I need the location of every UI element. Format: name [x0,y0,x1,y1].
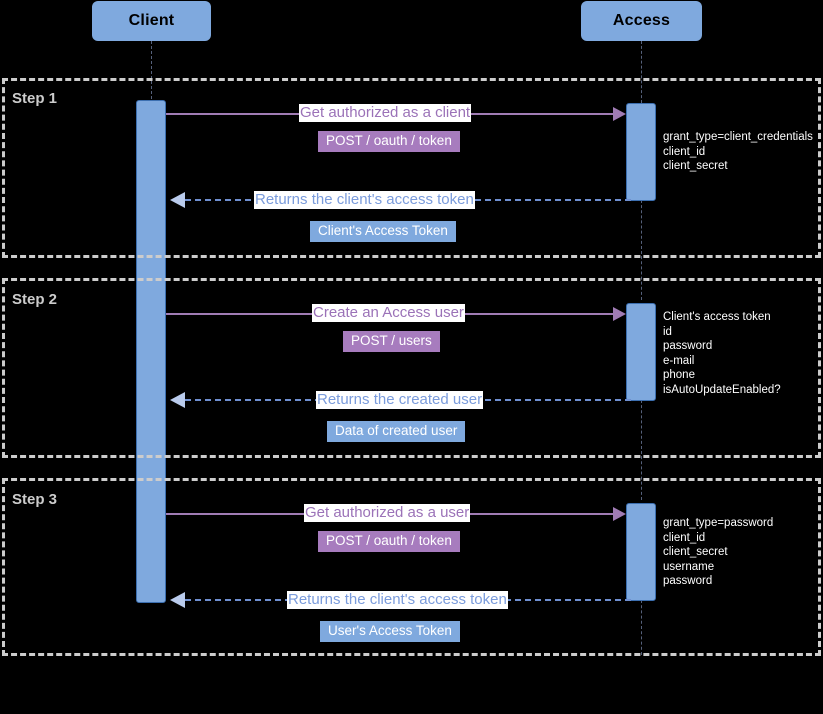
note-step1: grant_type=client_credentials client_id … [663,130,813,174]
participant-client-label: Client [128,12,175,29]
note-line: grant_type=password [663,517,774,529]
activation-bar-access-step2 [626,303,656,401]
lifeline-access-gap-2 [641,400,642,500]
note-step3: grant_type=password client_id client_sec… [663,516,773,589]
request-badge-step3: POST / oauth / token [318,531,460,552]
step-frame-1 [2,78,821,258]
note-step2: Client's access token id password e-mail… [663,310,781,398]
lifeline-access-gap-3 [641,600,642,655]
response-label-step1: Returns the client's access token [254,191,475,209]
lifeline-access [641,41,642,103]
note-line: client_secret [663,546,728,559]
response-label-step3: Returns the client's access token [287,591,508,609]
request-label-step3: Get authorized as a user [304,504,471,522]
note-line: username [663,560,715,573]
request-label-step1: Get authorized as a client [299,104,472,122]
note-line: password [663,340,713,353]
note-line: client_id [663,145,706,158]
step-frame-2 [2,278,821,458]
response-arrowhead-step2 [170,392,185,408]
request-label-step2: Create an Access user [312,304,465,322]
step-frame-3 [2,478,821,656]
lifeline-client [151,41,152,99]
lifeline-access-gap-1 [641,200,642,300]
response-badge-step3: User's Access Token [320,621,460,642]
activation-bar-access-step3 [626,503,656,601]
response-arrowhead-step1 [170,192,185,208]
response-badge-step1: Client's Access Token [310,221,456,242]
participant-client[interactable]: Client [92,1,211,41]
step-label-2: Step 2 [12,291,58,308]
participant-access[interactable]: Access [581,1,702,41]
step-label-3: Step 3 [12,491,58,508]
activation-bar-access-step1 [626,103,656,201]
note-line: e-mail [663,354,695,367]
note-line: Client's access token [663,311,771,323]
request-arrowhead-step1 [613,107,626,121]
note-line: id [663,325,672,338]
note-line: client_secret [663,160,728,173]
request-badge-step2: POST / users [343,331,440,352]
note-line: grant_type=client_credentials [663,131,813,143]
request-arrowhead-step2 [613,307,626,321]
note-line: phone [663,369,695,382]
note-line: isAutoUpdateEnabled? [663,383,781,396]
request-badge-step1: POST / oauth / token [318,131,460,152]
note-line: client_id [663,531,706,544]
activation-bar-client [136,100,166,603]
note-line: password [663,575,713,588]
request-arrowhead-step3 [613,507,626,521]
step-label-1: Step 1 [12,90,58,107]
participant-access-label: Access [612,12,671,29]
response-badge-step2: Data of created user [327,421,466,442]
response-arrowhead-step3 [170,592,185,608]
response-label-step2: Returns the created user [316,391,484,409]
